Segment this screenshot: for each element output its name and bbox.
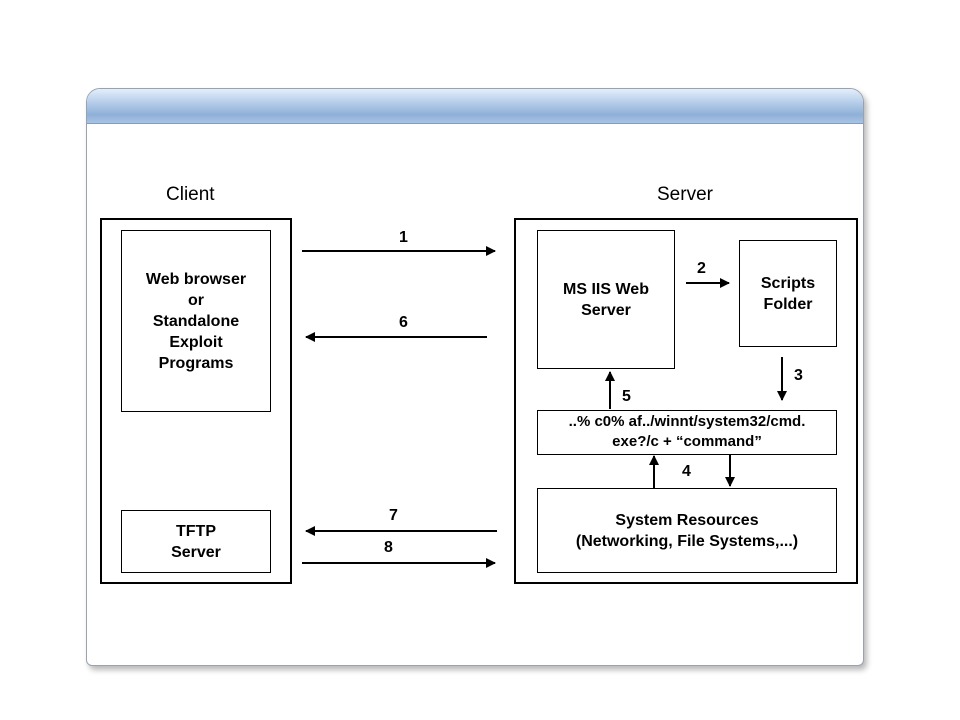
web-browser-label: Web browser or Standalone Exploit Progra… bbox=[145, 271, 247, 372]
iis-web-server-label: MS IIS Web Server bbox=[563, 281, 649, 319]
tftp-server-box: TFTP Server bbox=[121, 510, 271, 573]
web-browser-box: Web browser or Standalone Exploit Progra… bbox=[121, 230, 271, 412]
scripts-folder-label: Scripts Folder bbox=[760, 275, 816, 313]
iis-web-server-box: MS IIS Web Server bbox=[537, 230, 675, 369]
system-resources-box: System Resources (Networking, File Syste… bbox=[537, 488, 837, 573]
server-title: Server bbox=[657, 184, 713, 205]
system-resources-label: System Resources (Networking, File Syste… bbox=[575, 512, 799, 550]
step-label-3: 3 bbox=[794, 367, 803, 384]
client-title: Client bbox=[166, 184, 215, 205]
step-label-1: 1 bbox=[399, 229, 408, 246]
exploit-url-box: ..% c0% af../winnt/system32/cmd. exe?/c … bbox=[537, 410, 837, 455]
scripts-folder-box: Scripts Folder bbox=[739, 240, 837, 347]
step-label-5: 5 bbox=[622, 388, 631, 405]
slide-header-bar bbox=[87, 89, 863, 124]
tftp-server-label: TFTP Server bbox=[171, 523, 221, 561]
step-label-4: 4 bbox=[682, 463, 691, 480]
step-label-2: 2 bbox=[697, 260, 706, 277]
step-label-8: 8 bbox=[384, 539, 393, 556]
step-label-7: 7 bbox=[389, 507, 398, 524]
exploit-url-label: ..% c0% af../winnt/system32/cmd. exe?/c … bbox=[568, 413, 806, 450]
step-label-6: 6 bbox=[399, 314, 408, 331]
